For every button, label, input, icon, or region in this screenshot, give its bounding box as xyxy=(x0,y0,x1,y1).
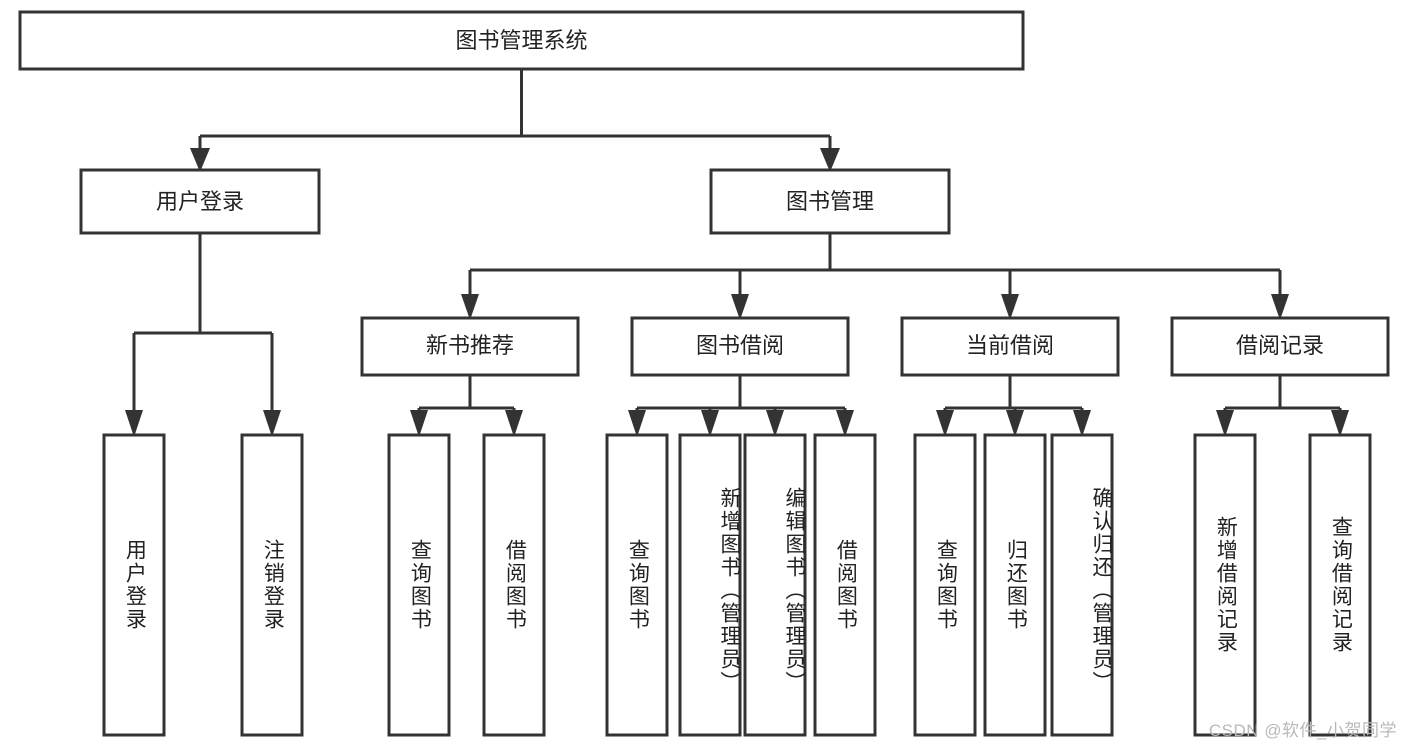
node-borrow-record[interactable]: 借阅记录 xyxy=(1170,316,1390,377)
node-book-manage-label: 图书管理 xyxy=(786,189,874,214)
arrow-to-leaf-return-book xyxy=(1006,410,1024,437)
connector-root-to-level2 xyxy=(190,69,840,172)
node-book-manage[interactable]: 图书管理 xyxy=(709,168,951,235)
leaf-add-book-box[interactable] xyxy=(678,433,742,737)
node-new-book-recommend-box[interactable] xyxy=(360,316,580,377)
connector-current-borrow-to-leaves xyxy=(936,375,1091,437)
leaf-logout-login-box[interactable] xyxy=(240,433,304,737)
node-user-login-label: 用户登录 xyxy=(156,189,244,214)
arrow-to-leaf-add-book xyxy=(701,410,719,437)
leaf-query-book-1-box[interactable] xyxy=(387,433,451,737)
arrow-to-current-borrow xyxy=(1001,294,1019,320)
leaf-boxes xyxy=(102,433,1372,737)
node-current-borrow-label: 当前借阅 xyxy=(966,333,1054,358)
node-user-login[interactable]: 用户登录 xyxy=(79,168,321,235)
leaf-borrow-book-1-box[interactable] xyxy=(482,433,546,737)
node-book-borrow-label: 图书借阅 xyxy=(696,333,784,358)
arrow-to-borrow-record xyxy=(1271,294,1289,320)
node-new-book-recommend[interactable]: 新书推荐 xyxy=(360,316,580,377)
arrow-to-leaf-borrow-book-1 xyxy=(505,410,523,437)
arrow-to-leaf-confirm-return xyxy=(1073,410,1091,437)
arrow-to-new-book-recommend xyxy=(461,294,479,320)
arrow-to-book-manage xyxy=(820,148,840,172)
node-current-borrow-box[interactable] xyxy=(900,316,1120,377)
node-root[interactable]: 图书管理系统 xyxy=(18,10,1025,71)
leaf-query-book-2-box[interactable] xyxy=(605,433,669,737)
node-root-box[interactable] xyxy=(18,10,1025,71)
connector-book-manage-to-level3 xyxy=(461,233,1289,320)
leaf-return-book-box[interactable] xyxy=(983,433,1047,737)
arrow-to-leaf-query-borrow-record xyxy=(1331,410,1349,437)
leaf-add-borrow-record-box[interactable] xyxy=(1193,433,1257,737)
arrow-to-leaf-borrow-book-2 xyxy=(836,410,854,437)
leaf-edit-book-box[interactable] xyxy=(743,433,807,737)
arrow-to-leaf-query-book-1 xyxy=(410,410,428,437)
node-user-login-box[interactable] xyxy=(79,168,321,235)
connector-borrow-record-to-leaves xyxy=(1216,375,1349,437)
connector-user-login-to-leaves xyxy=(125,233,281,437)
connector-new-book-recommend-to-leaves xyxy=(410,375,523,437)
node-book-manage-box[interactable] xyxy=(709,168,951,235)
arrow-to-leaf-user-login xyxy=(125,410,143,437)
arrow-to-book-borrow xyxy=(731,294,749,320)
node-borrow-record-box[interactable] xyxy=(1170,316,1390,377)
node-borrow-record-label: 借阅记录 xyxy=(1236,333,1324,358)
leaf-borrow-book-2-box[interactable] xyxy=(813,433,877,737)
leaf-user-login-box[interactable] xyxy=(102,433,166,737)
arrow-to-leaf-query-book-2 xyxy=(628,410,646,437)
arrow-to-user-login xyxy=(190,148,210,172)
node-book-borrow-box[interactable] xyxy=(630,316,850,377)
arrow-to-leaf-query-book-3 xyxy=(936,410,954,437)
csdn-watermark: CSDN @软件_小贺同学 xyxy=(1208,721,1397,740)
leaf-confirm-return-box[interactable] xyxy=(1050,433,1114,737)
node-new-book-recommend-label: 新书推荐 xyxy=(426,333,514,358)
node-book-borrow[interactable]: 图书借阅 xyxy=(630,316,850,377)
arrow-to-leaf-logout-login xyxy=(263,410,281,437)
arrow-to-leaf-add-borrow-record xyxy=(1216,410,1234,437)
connector-book-borrow-to-leaves xyxy=(628,375,854,437)
leaf-query-borrow-record-box[interactable] xyxy=(1308,433,1372,737)
node-root-label: 图书管理系统 xyxy=(455,28,587,53)
node-current-borrow[interactable]: 当前借阅 xyxy=(900,316,1120,377)
arrow-to-leaf-edit-book xyxy=(766,410,784,437)
leaf-query-book-3-box[interactable] xyxy=(913,433,977,737)
